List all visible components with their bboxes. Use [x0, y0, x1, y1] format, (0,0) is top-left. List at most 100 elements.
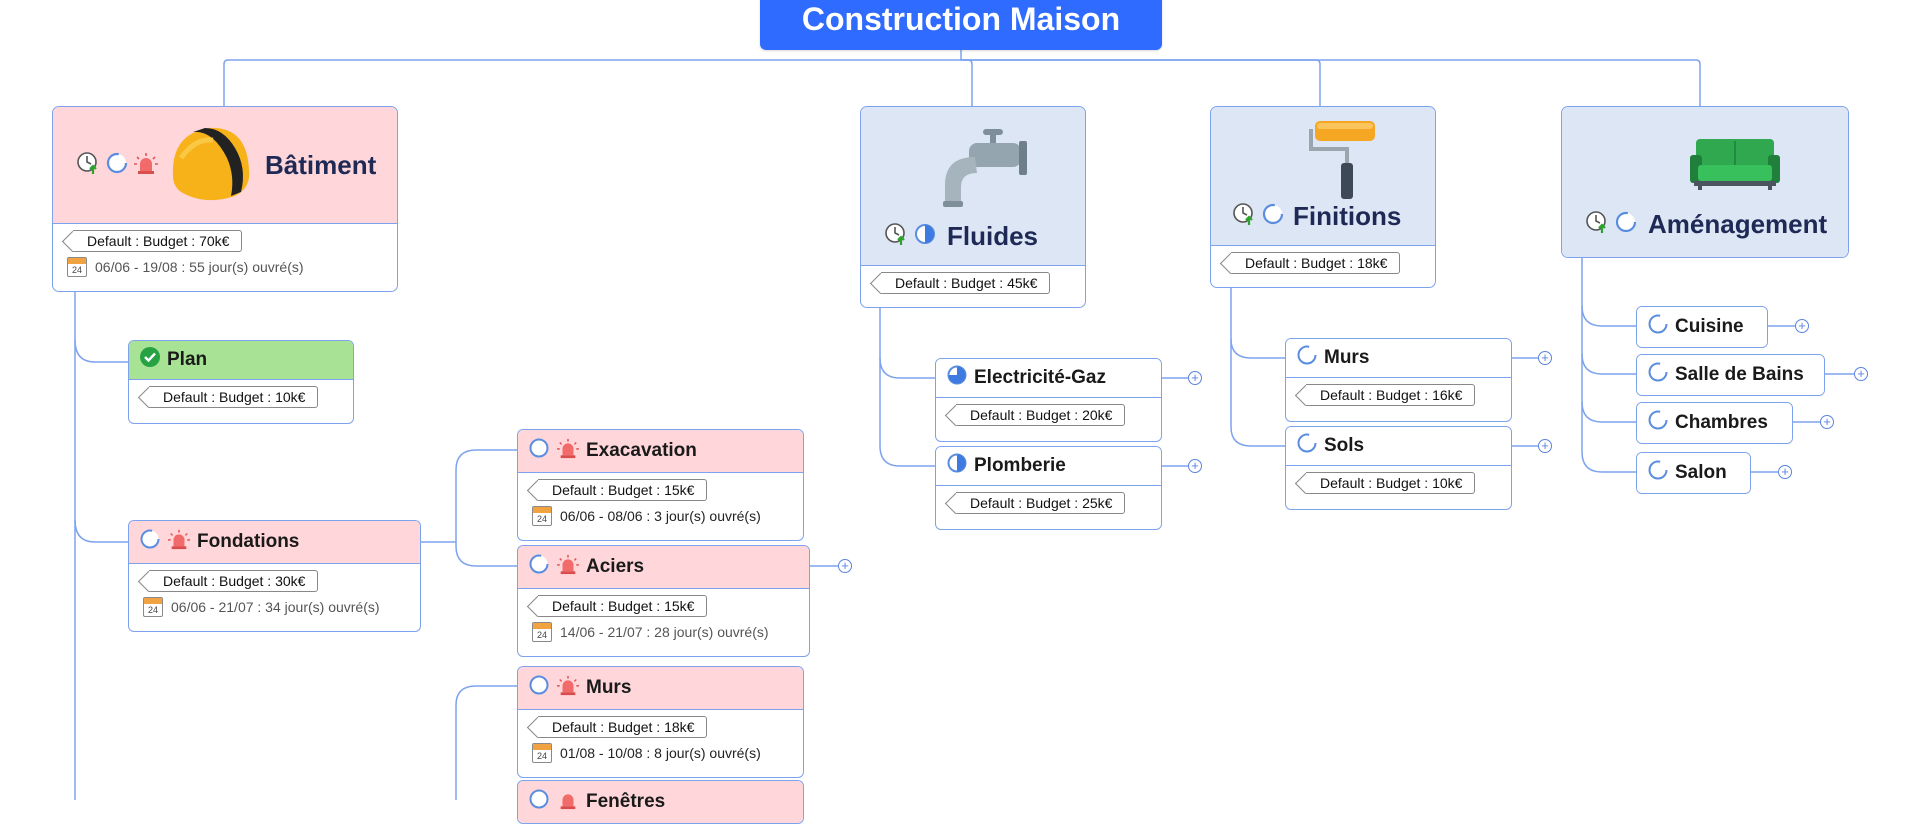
progress-quarter-icon — [1647, 313, 1669, 341]
topic-sols[interactable]: Sols Default : Budget : 10k€ — [1285, 426, 1512, 510]
alarm-icon — [167, 528, 191, 556]
expand-murs-finitions-button[interactable]: + — [1538, 351, 1552, 365]
clock-up-icon — [75, 150, 101, 181]
calendar-icon: 24 — [532, 622, 552, 642]
topic-title: Fondations — [197, 531, 300, 552]
topic-title: Electricité-Gaz — [974, 367, 1106, 388]
date-range: 06/06 - 21/07 : 34 jour(s) ouvré(s) — [171, 599, 380, 615]
topic-title: Murs — [586, 677, 632, 698]
progress-quarter-icon — [528, 553, 550, 581]
progress-quarter-icon — [1261, 202, 1285, 231]
topic-title: Finitions — [1293, 201, 1402, 231]
topic-title: Fenêtres — [586, 791, 666, 812]
sofa-icon — [1690, 135, 1780, 196]
alarm-icon — [133, 151, 159, 180]
topic-aciers[interactable]: Aciers Default : Budget : 15k€ 24 14/06 … — [517, 545, 810, 657]
progress-half-icon — [946, 452, 968, 480]
date-row: 24 01/08 - 10/08 : 8 jour(s) ouvré(s) — [532, 743, 791, 763]
date-row: 24 14/06 - 21/07 : 28 jour(s) ouvré(s) — [532, 622, 797, 642]
progress-threequarter-icon — [946, 364, 968, 392]
topic-title: Bâtiment — [265, 149, 377, 180]
budget-tag: Default : Budget : 20k€ — [956, 404, 1126, 426]
root-topic[interactable]: Construction Maison — [760, 0, 1162, 50]
topic-electricite-gaz[interactable]: Electricité-Gaz Default : Budget : 20k€ — [935, 358, 1162, 442]
alarm-icon — [556, 553, 580, 581]
topic-salon[interactable]: Salon — [1636, 452, 1751, 494]
topic-plan[interactable]: Plan Default : Budget : 10k€ — [128, 340, 354, 424]
progress-quarter-icon — [1614, 210, 1638, 239]
date-range: 14/06 - 21/07 : 28 jour(s) ouvré(s) — [560, 624, 769, 640]
expand-salle-de-bains-button[interactable]: + — [1854, 367, 1868, 381]
topic-title: Exacavation — [586, 440, 697, 461]
topic-fenetres[interactable]: Fenêtres — [517, 780, 804, 824]
topic-murs-finitions[interactable]: Murs Default : Budget : 16k€ — [1285, 338, 1512, 422]
budget-tag: Default : Budget : 18k€ — [1231, 252, 1401, 274]
topic-fluides[interactable]: Fluides Default : Budget : 45k€ — [860, 106, 1086, 308]
expand-plomberie-button[interactable]: + — [1188, 459, 1202, 473]
alarm-icon — [556, 674, 580, 702]
progress-quarter-icon — [1647, 459, 1669, 487]
budget-tag: Default : Budget : 15k€ — [538, 595, 708, 617]
expand-chambres-button[interactable]: + — [1820, 415, 1834, 429]
topic-title: Murs — [1324, 347, 1370, 368]
date-range: 01/08 - 10/08 : 8 jour(s) ouvré(s) — [560, 745, 761, 761]
calendar-icon: 24 — [532, 506, 552, 526]
topic-title: Chambres — [1675, 412, 1768, 433]
date-range: 06/06 - 19/08 : 55 jour(s) ouvré(s) — [95, 259, 304, 275]
progress-empty-icon — [528, 437, 550, 465]
root-title: Construction Maison — [801, 0, 1121, 37]
progress-quarter-icon — [1647, 361, 1669, 389]
progress-quarter-icon — [1647, 409, 1669, 437]
expand-electricite-button[interactable]: + — [1188, 371, 1202, 385]
topic-finitions[interactable]: Finitions Default : Budget : 18k€ — [1210, 106, 1436, 288]
expand-salon-button[interactable]: + — [1778, 465, 1792, 479]
progress-half-icon — [913, 222, 937, 251]
calendar-icon: 24 — [532, 743, 552, 763]
budget-tag: Default : Budget : 45k€ — [881, 272, 1051, 294]
date-range: 06/06 - 08/06 : 3 jour(s) ouvré(s) — [560, 508, 761, 524]
expand-aciers-button[interactable]: + — [838, 559, 852, 573]
topic-title: Plan — [167, 349, 208, 370]
topic-title: Plomberie — [974, 455, 1066, 476]
progress-quarter-icon — [105, 151, 129, 180]
topic-title: Salle de Bains — [1675, 364, 1804, 385]
date-row: 24 06/06 - 19/08 : 55 jour(s) ouvré(s) — [67, 257, 385, 277]
hard-hat-icon — [165, 118, 255, 213]
clock-up-icon — [1584, 209, 1610, 240]
topic-excavation[interactable]: Exacavation Default : Budget : 15k€ 24 0… — [517, 429, 804, 541]
progress-quarter-icon — [139, 528, 161, 556]
topic-murs-batiment[interactable]: Murs Default : Budget : 18k€ 24 01/08 - … — [517, 666, 804, 778]
date-row: 24 06/06 - 08/06 : 3 jour(s) ouvré(s) — [532, 506, 791, 526]
topic-fondations[interactable]: Fondations Default : Budget : 30k€ 24 06… — [128, 520, 421, 632]
topic-chambres[interactable]: Chambres — [1636, 402, 1793, 444]
budget-tag: Default : Budget : 15k€ — [538, 479, 708, 501]
progress-quarter-icon — [1296, 344, 1318, 372]
expand-cuisine-button[interactable]: + — [1795, 319, 1809, 333]
calendar-icon: 24 — [67, 257, 87, 277]
topic-title: Cuisine — [1675, 316, 1744, 337]
topic-title: Sols — [1324, 435, 1365, 456]
clock-up-icon — [1231, 201, 1257, 232]
mind-map-canvas: Construction Maison Bâtiment — [0, 0, 1920, 800]
budget-tag: Default : Budget : 70k€ — [73, 230, 243, 252]
progress-quarter-icon — [1296, 432, 1318, 460]
topic-batiment[interactable]: Bâtiment Default : Budget : 70k€ 24 06/0… — [52, 106, 398, 292]
check-icon — [139, 346, 161, 374]
alarm-icon — [556, 437, 580, 465]
topic-salle-de-bains[interactable]: Salle de Bains — [1636, 354, 1825, 396]
date-row: 24 06/06 - 21/07 : 34 jour(s) ouvré(s) — [143, 597, 408, 617]
progress-empty-icon — [528, 674, 550, 702]
topic-amenagement[interactable]: Aménagement — [1561, 106, 1849, 258]
topic-title: Salon — [1675, 462, 1727, 483]
budget-tag: Default : Budget : 10k€ — [1306, 472, 1476, 494]
faucet-icon — [939, 127, 1043, 214]
topic-cuisine[interactable]: Cuisine — [1636, 306, 1768, 348]
topic-title: Aménagement — [1648, 209, 1828, 239]
expand-sols-button[interactable]: + — [1538, 439, 1552, 453]
budget-tag: Default : Budget : 25k€ — [956, 492, 1126, 514]
topic-title: Aciers — [586, 556, 645, 577]
topic-plomberie[interactable]: Plomberie Default : Budget : 25k€ — [935, 446, 1162, 530]
budget-tag: Default : Budget : 30k€ — [149, 570, 319, 592]
budget-tag: Default : Budget : 10k€ — [149, 386, 319, 408]
paint-roller-icon — [1309, 117, 1381, 208]
